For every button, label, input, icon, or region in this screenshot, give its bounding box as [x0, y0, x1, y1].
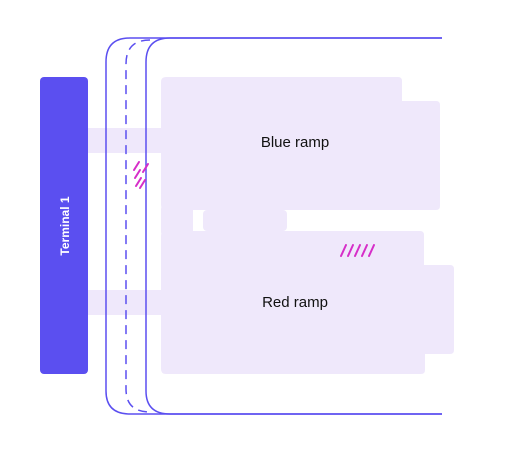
- middle-connector-left: [161, 205, 193, 236]
- red-ramp-area[interactable]: [161, 231, 454, 374]
- hatch-marking-roadway: [133, 161, 149, 189]
- hatch-markings: [133, 161, 375, 257]
- apron-areas: [88, 77, 454, 374]
- road-center-dashed-line: [125, 39, 151, 413]
- terminal-1-label: Terminal 1: [58, 196, 72, 255]
- roads: [105, 37, 442, 415]
- middle-connector-right: [203, 210, 287, 231]
- outer-road-line: [105, 37, 442, 415]
- terminal-1-building[interactable]: Terminal 1: [40, 77, 88, 374]
- inner-road-line: [145, 37, 442, 415]
- blue-ramp-label: Blue ramp: [261, 134, 329, 151]
- terminal-1-block[interactable]: [40, 77, 88, 374]
- blue-ramp-area[interactable]: [161, 77, 440, 210]
- red-ramp-label: Red ramp: [262, 294, 328, 311]
- hatch-marking-apron: [340, 244, 375, 257]
